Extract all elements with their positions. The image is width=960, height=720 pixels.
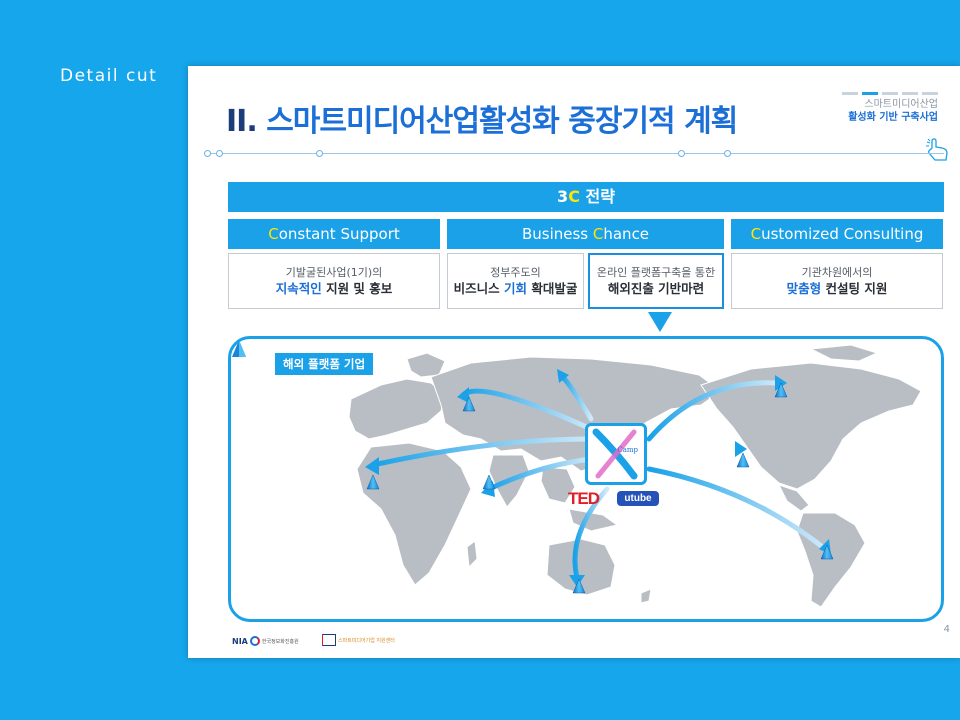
box-line2: 지속적인 지원 및 홍보 — [276, 280, 393, 298]
header-cap: C — [750, 225, 762, 243]
world-map-panel: 해외 플랫폼 기업 Camp TED utube — [228, 336, 944, 622]
progress-bars — [842, 92, 938, 95]
box-line2-highlight: 지속적인 — [275, 280, 322, 296]
column-header-constant-support: Constant Support — [228, 219, 440, 249]
title-prefix: II. — [226, 104, 258, 139]
strategy-box-continuous-support: 기발굴된사업(1기)의 지속적인 지원 및 홍보 — [228, 253, 440, 309]
detail-cut-label: Detail cut — [60, 66, 158, 86]
header-pre: Business — [521, 225, 593, 243]
corner-line2: 활성화 기반 구축사업 — [848, 112, 938, 123]
title-main: 스마트미디어산업활성화 중장기적 계획 — [266, 104, 738, 139]
pointer-arrow-icon — [648, 312, 672, 332]
nia-text: NIA — [232, 636, 248, 646]
box-line1: 기관차원에서의 — [801, 265, 873, 279]
box-line2: 비즈니스 기회 확대발굴 — [454, 280, 578, 298]
divider-dot — [204, 150, 211, 157]
header-rest: onstant Support — [278, 225, 400, 243]
header-cap: C — [592, 225, 604, 243]
box-line2-text: 컨설팅 지원 — [821, 280, 888, 296]
banner-number: 3 — [557, 187, 569, 206]
location-pins — [366, 382, 834, 594]
world-map-icon — [348, 344, 922, 608]
progress-bar — [882, 92, 898, 95]
xcamp-text: Camp — [617, 446, 638, 454]
header-rest: hance — [603, 225, 650, 243]
box-line2-text: 확대발굴 — [527, 280, 578, 296]
header-rest: ustomized Consulting — [761, 225, 924, 243]
progress-bar-active — [862, 92, 878, 95]
box-line2-highlight: 기회 — [503, 280, 527, 296]
box-line2: 맞춤형 컨설팅 지원 — [787, 280, 888, 298]
nia-logo: NIA 한국정보화진흥원 — [232, 636, 299, 646]
strategy-box-overseas-expansion: 온라인 플랫폼구축을 통한 해외진출 기반마련 — [588, 253, 724, 309]
page-number: 4 — [943, 624, 950, 635]
column-header-customized-consulting: Customized Consulting — [731, 219, 943, 249]
divider-dot — [316, 150, 323, 157]
box-line2-text: 지원 및 홍보 — [321, 280, 393, 296]
divider-dot — [724, 150, 731, 157]
box-line1: 정부주도의 — [490, 265, 541, 279]
progress-bar — [902, 92, 918, 95]
header-cap: C — [268, 225, 279, 243]
strategy-banner: 3C 전략 — [228, 182, 944, 212]
smart-media-center-logo: 스마트미디어기업 지원센터 — [322, 634, 395, 646]
header-divider — [206, 153, 944, 154]
utube-logo: utube — [617, 491, 659, 506]
corner-label: 스마트미디어산업 활성화 기반 구축사업 — [842, 92, 938, 124]
center-logo-icon — [322, 634, 336, 646]
nia-subtext: 한국정보화진흥원 — [261, 638, 299, 645]
box-line2-pre: 비즈니스 — [453, 280, 504, 296]
box-line1: 기발굴된사업(1기)의 — [285, 265, 383, 279]
xcamp-logo: Camp — [585, 423, 647, 485]
pointing-hand-icon — [926, 138, 948, 161]
nia-ring-icon — [249, 636, 260, 646]
progress-bar — [922, 92, 938, 95]
banner-text: 전략 — [579, 187, 615, 206]
x-logo-icon — [592, 428, 638, 480]
progress-bar — [842, 92, 858, 95]
box-line2: 해외진출 기반마련 — [607, 280, 705, 296]
divider-dot — [216, 150, 223, 157]
divider-dot — [678, 150, 685, 157]
slide: II. 스마트미디어산업활성화 중장기적 계획 스마트미디어산업 활성화 기반 … — [188, 66, 960, 658]
column-header-business-chance: Business Chance — [447, 219, 724, 249]
box-line2-highlight: 맞춤형 — [786, 280, 822, 296]
corner-line1: 스마트미디어산업 — [864, 99, 938, 110]
strategy-box-custom-consulting: 기관차원에서의 맞춤형 컨설팅 지원 — [731, 253, 943, 309]
ted-logo: TED — [568, 489, 600, 508]
overseas-platform-tag: 해외 플랫폼 기업 — [275, 353, 374, 375]
page-title: II. 스마트미디어산업활성화 중장기적 계획 — [226, 96, 738, 140]
box-line1: 온라인 플랫폼구축을 통한 — [596, 265, 716, 279]
pyramid-icon — [232, 340, 246, 357]
strategy-box-business-opportunity: 정부주도의 비즈니스 기회 확대발굴 — [447, 253, 584, 309]
center-text: 스마트미디어기업 지원센터 — [338, 637, 395, 644]
banner-highlight: C — [568, 187, 580, 206]
